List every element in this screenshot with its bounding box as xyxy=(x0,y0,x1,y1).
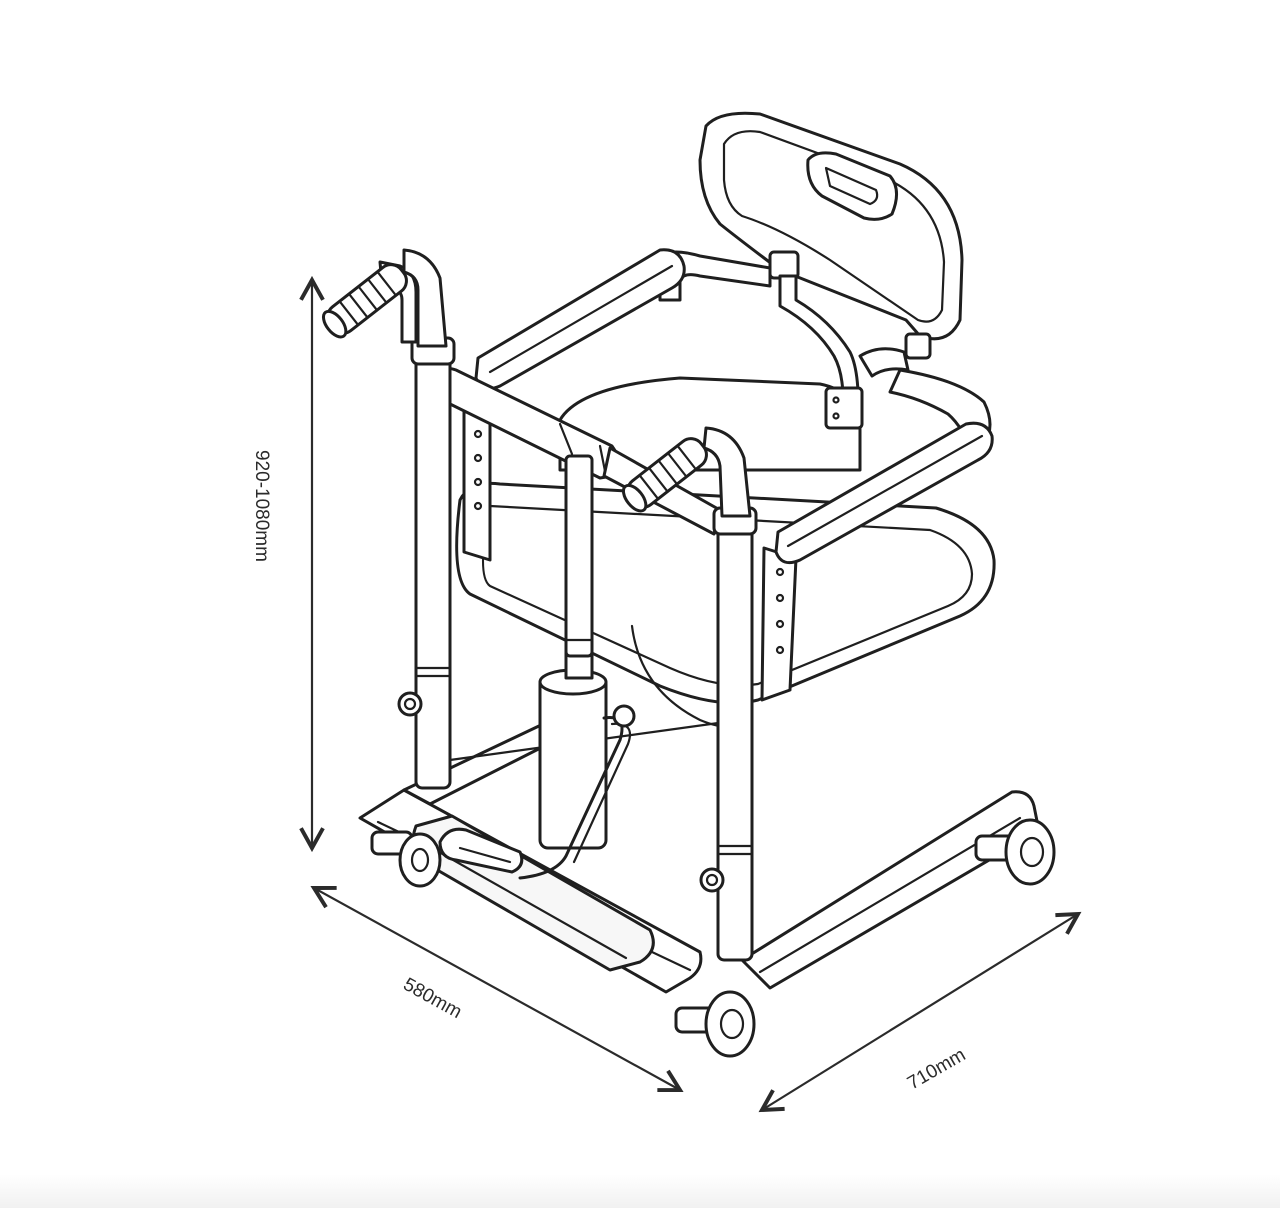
bottom-fade xyxy=(0,1174,1280,1208)
width-arrow xyxy=(310,885,684,1093)
width-label: 580mm xyxy=(400,974,466,1023)
left-column xyxy=(397,336,456,790)
right-grip xyxy=(621,437,708,513)
caster-front-left xyxy=(370,830,442,888)
backrest-frame xyxy=(698,111,964,341)
caster-front-right xyxy=(674,990,756,1058)
left-grip-handle xyxy=(321,248,448,348)
right-armrest-pad xyxy=(774,421,994,565)
backrest xyxy=(698,111,964,360)
right-base-leg xyxy=(740,790,1040,990)
right-height-knob xyxy=(699,867,725,893)
depth-arrow xyxy=(758,911,1082,1113)
left-armrest-pad xyxy=(474,248,686,391)
left-side-plate xyxy=(462,408,492,562)
depth-label: 710mm xyxy=(904,1044,969,1094)
backrest-clamp-right xyxy=(904,332,932,360)
pump-fitting xyxy=(612,704,636,728)
height-label: 920-1080mm xyxy=(251,450,272,562)
right-side-plate xyxy=(760,546,798,702)
base-frame xyxy=(358,714,1040,994)
back-support-frame xyxy=(778,274,910,430)
hydraulic-cylinder xyxy=(518,604,636,880)
side-lock-box xyxy=(824,386,864,430)
foot-pedal xyxy=(438,827,524,874)
center-post xyxy=(564,454,594,658)
caster-rear-right xyxy=(974,818,1056,886)
casters xyxy=(370,818,1056,1058)
backrest-clamp-left xyxy=(768,250,800,280)
height-dimension: 920-1080mm xyxy=(251,275,325,853)
left-height-knob xyxy=(397,691,423,717)
left-grip xyxy=(321,263,408,339)
right-grip-handle xyxy=(621,426,752,518)
